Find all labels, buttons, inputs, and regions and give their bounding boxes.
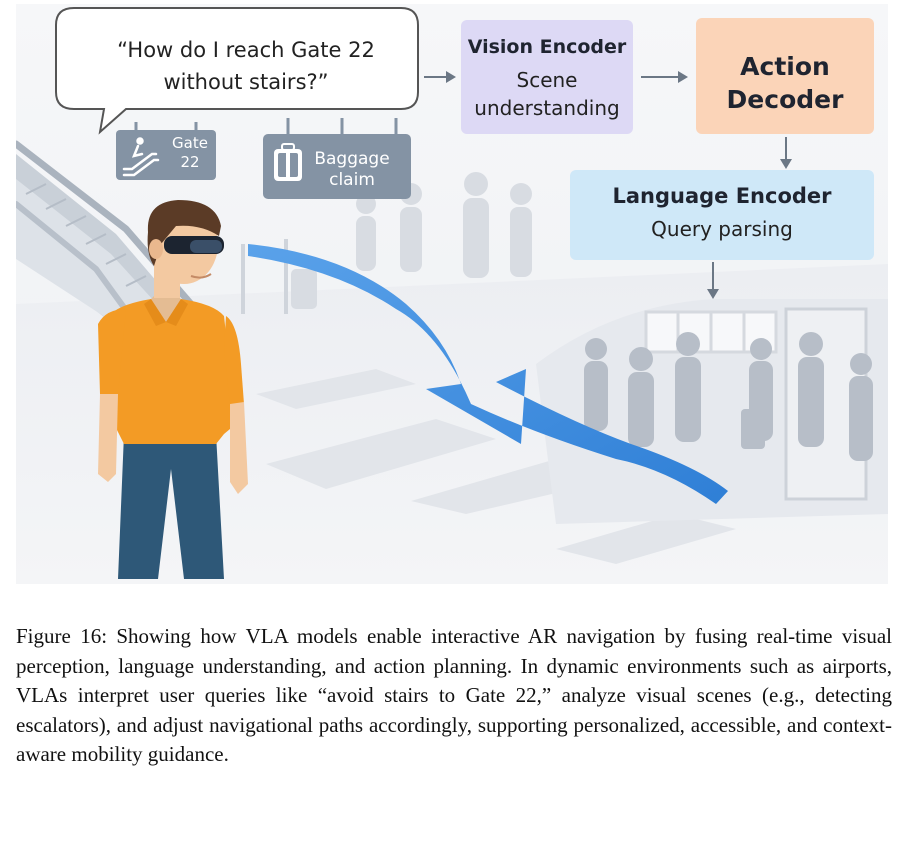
luggage-icon [274,143,302,181]
gate-22-sign [116,122,216,180]
person-with-ar-glasses [98,200,248,579]
speech-bubble-text: “How do I reach Gate 22 without stairs?” [117,38,375,94]
action-decoder-title: Action Decoder [726,52,844,114]
airport-scene [16,4,888,584]
language-encoder-box [570,170,874,260]
flow-arrows [424,71,792,299]
speech-bubble [55,7,419,135]
vision-encoder-title: Vision Encoder [467,36,627,58]
language-encoder-title: Language Encoder [612,184,832,208]
vision-encoder-subtitle: Scene understanding [474,68,620,120]
escalator-icon [122,137,160,177]
action-decoder-box [696,18,874,134]
figure-illustration: “How do I reach Gate 22 without stairs?”… [16,4,888,584]
boarding-area [536,299,888,524]
figure-caption: Figure 16: Showing how VLA models enable… [16,624,892,766]
language-encoder-subtitle: Query parsing [651,217,793,241]
background-people [241,172,532,314]
baggage-claim-sign [263,118,411,199]
navigation-path-arrow [248,244,728,504]
gate-sign-label: Gate 22 [172,134,208,171]
vision-encoder-box [461,20,633,134]
baggage-sign-label: Baggage claim [314,149,390,190]
